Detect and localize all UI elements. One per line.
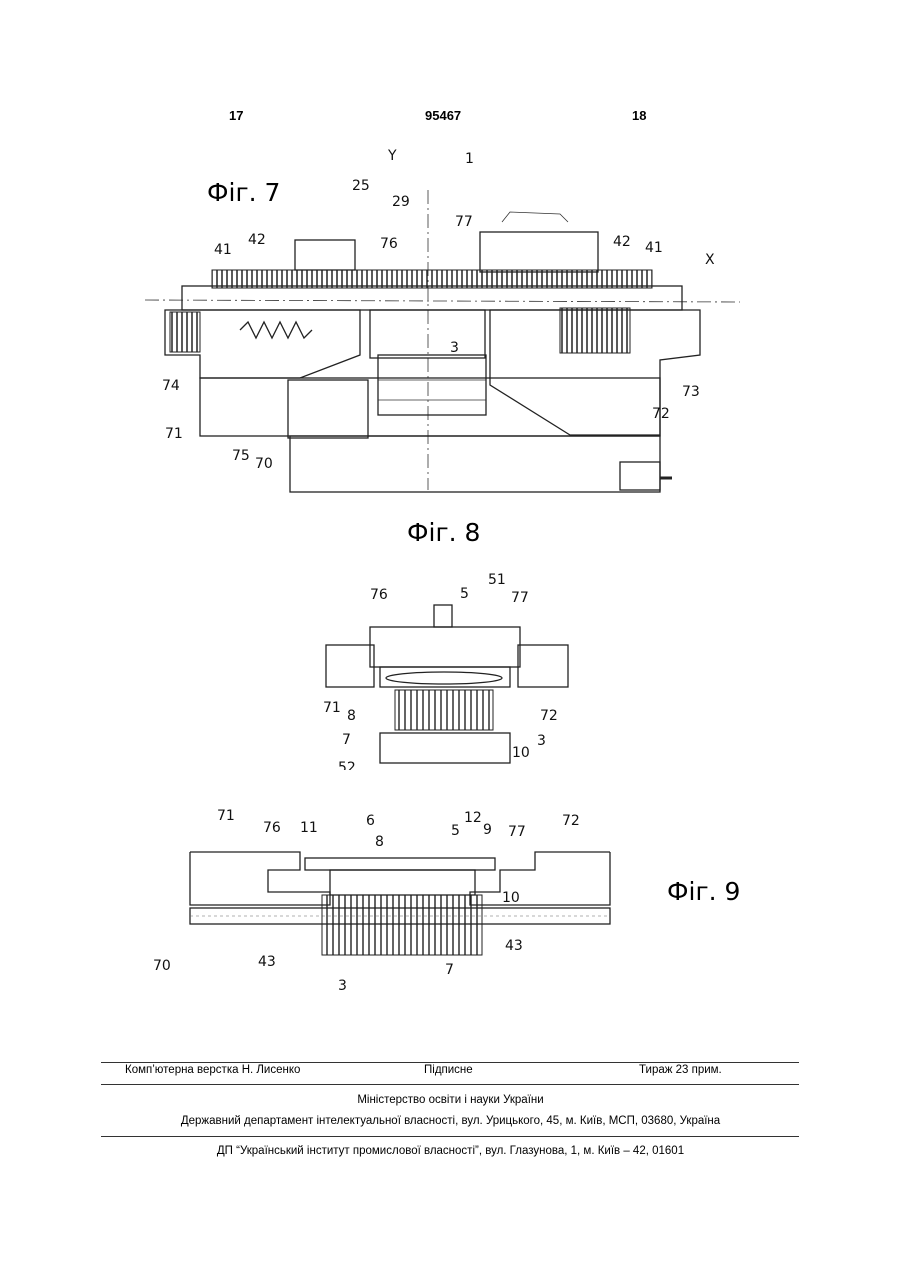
footer-rule-bottom	[101, 1136, 799, 1137]
fig7-label-71: 71	[165, 426, 183, 442]
fig7-label-25: 25	[352, 178, 370, 194]
fig9-label-6: 6	[366, 813, 375, 829]
footer-ministry: Міністерство освіти і науки України	[0, 1094, 901, 1106]
fig7-label-y: Y	[387, 148, 397, 164]
fig9-label-12: 12	[464, 810, 482, 826]
fig9-label-9: 9	[483, 822, 492, 838]
fig8-label-8: 8	[347, 708, 356, 724]
fig9-label-70: 70	[153, 958, 171, 974]
fig7-label-41a: 41	[214, 242, 232, 258]
fig9-label-10: 10	[502, 890, 520, 906]
patent-number: 95467	[425, 108, 461, 123]
fig7-label-77: 77	[455, 214, 473, 230]
fig7-label-74: 74	[162, 378, 180, 394]
fig9-label-11: 11	[300, 820, 318, 836]
fig7-label-1: 1	[465, 151, 474, 167]
fig7-label-41b: 41	[645, 240, 663, 256]
page-number-right: 18	[632, 108, 646, 123]
fig9-label-72: 72	[562, 813, 580, 829]
fig8-label-3: 3	[537, 733, 546, 749]
fig7-label-3: 3	[450, 340, 459, 356]
fig7-label-75: 75	[232, 448, 250, 464]
fig9-label-3: 3	[338, 978, 347, 994]
fig8-label-76: 76	[370, 587, 388, 603]
fig9-label-5: 5	[451, 823, 460, 839]
fig8-label-7: 7	[342, 732, 351, 748]
fig9-label-71: 71	[217, 808, 235, 824]
fig9-label-43a: 43	[258, 954, 276, 970]
fig8-labels: 76 5 51 77 71 8 72 7 3 10 52	[323, 572, 558, 770]
footer-layout: Комп’ютерна верстка Н. Лисенко	[125, 1064, 300, 1076]
fig9-label-76: 76	[263, 820, 281, 836]
footer-rule-mid	[101, 1084, 799, 1085]
figure-8-drawing: 76 5 51 77 71 8 72 7 3 10 52	[0, 570, 901, 770]
footer-department: Державний департамент інтелектуальної вл…	[0, 1115, 901, 1127]
fig9-label-77: 77	[508, 824, 526, 840]
fig9-label-8: 8	[375, 834, 384, 850]
fig8-caption: Фіг. 8	[407, 518, 480, 547]
footer-signed: Підписне	[424, 1064, 473, 1076]
footer-rule-top	[101, 1062, 799, 1063]
figure-7-drawing: Y 1 25 29 77 76 42 41 42 41 X 3 74 73 72…	[0, 140, 901, 500]
fig9-label-43b: 43	[505, 938, 523, 954]
page-number-left: 17	[229, 108, 243, 123]
footer-institute: ДП “Український інститут промислової вла…	[0, 1145, 901, 1157]
fig7-label-76: 76	[380, 236, 398, 252]
fig7-label-70: 70	[255, 456, 273, 472]
fig8-label-51: 51	[488, 572, 506, 588]
fig7-label-42a: 42	[248, 232, 266, 248]
footer-circulation: Тираж 23 прим.	[639, 1064, 722, 1076]
fig7-label-72: 72	[652, 406, 670, 422]
fig7-label-42b: 42	[613, 234, 631, 250]
fig8-label-71: 71	[323, 700, 341, 716]
figure-9-drawing: 71 76 11 6 8 12 5 9 77 72 10 70 43 43 7 …	[0, 800, 901, 1000]
fig9-label-7: 7	[445, 962, 454, 978]
fig7-label-73: 73	[682, 384, 700, 400]
fig7-label-x: X	[705, 252, 715, 268]
fig8-label-77: 77	[511, 590, 529, 606]
fig7-label-29: 29	[392, 194, 410, 210]
fig8-label-72: 72	[540, 708, 558, 724]
fig8-label-5: 5	[460, 586, 469, 602]
fig8-label-10: 10	[512, 745, 530, 761]
fig8-label-52: 52	[338, 760, 356, 770]
